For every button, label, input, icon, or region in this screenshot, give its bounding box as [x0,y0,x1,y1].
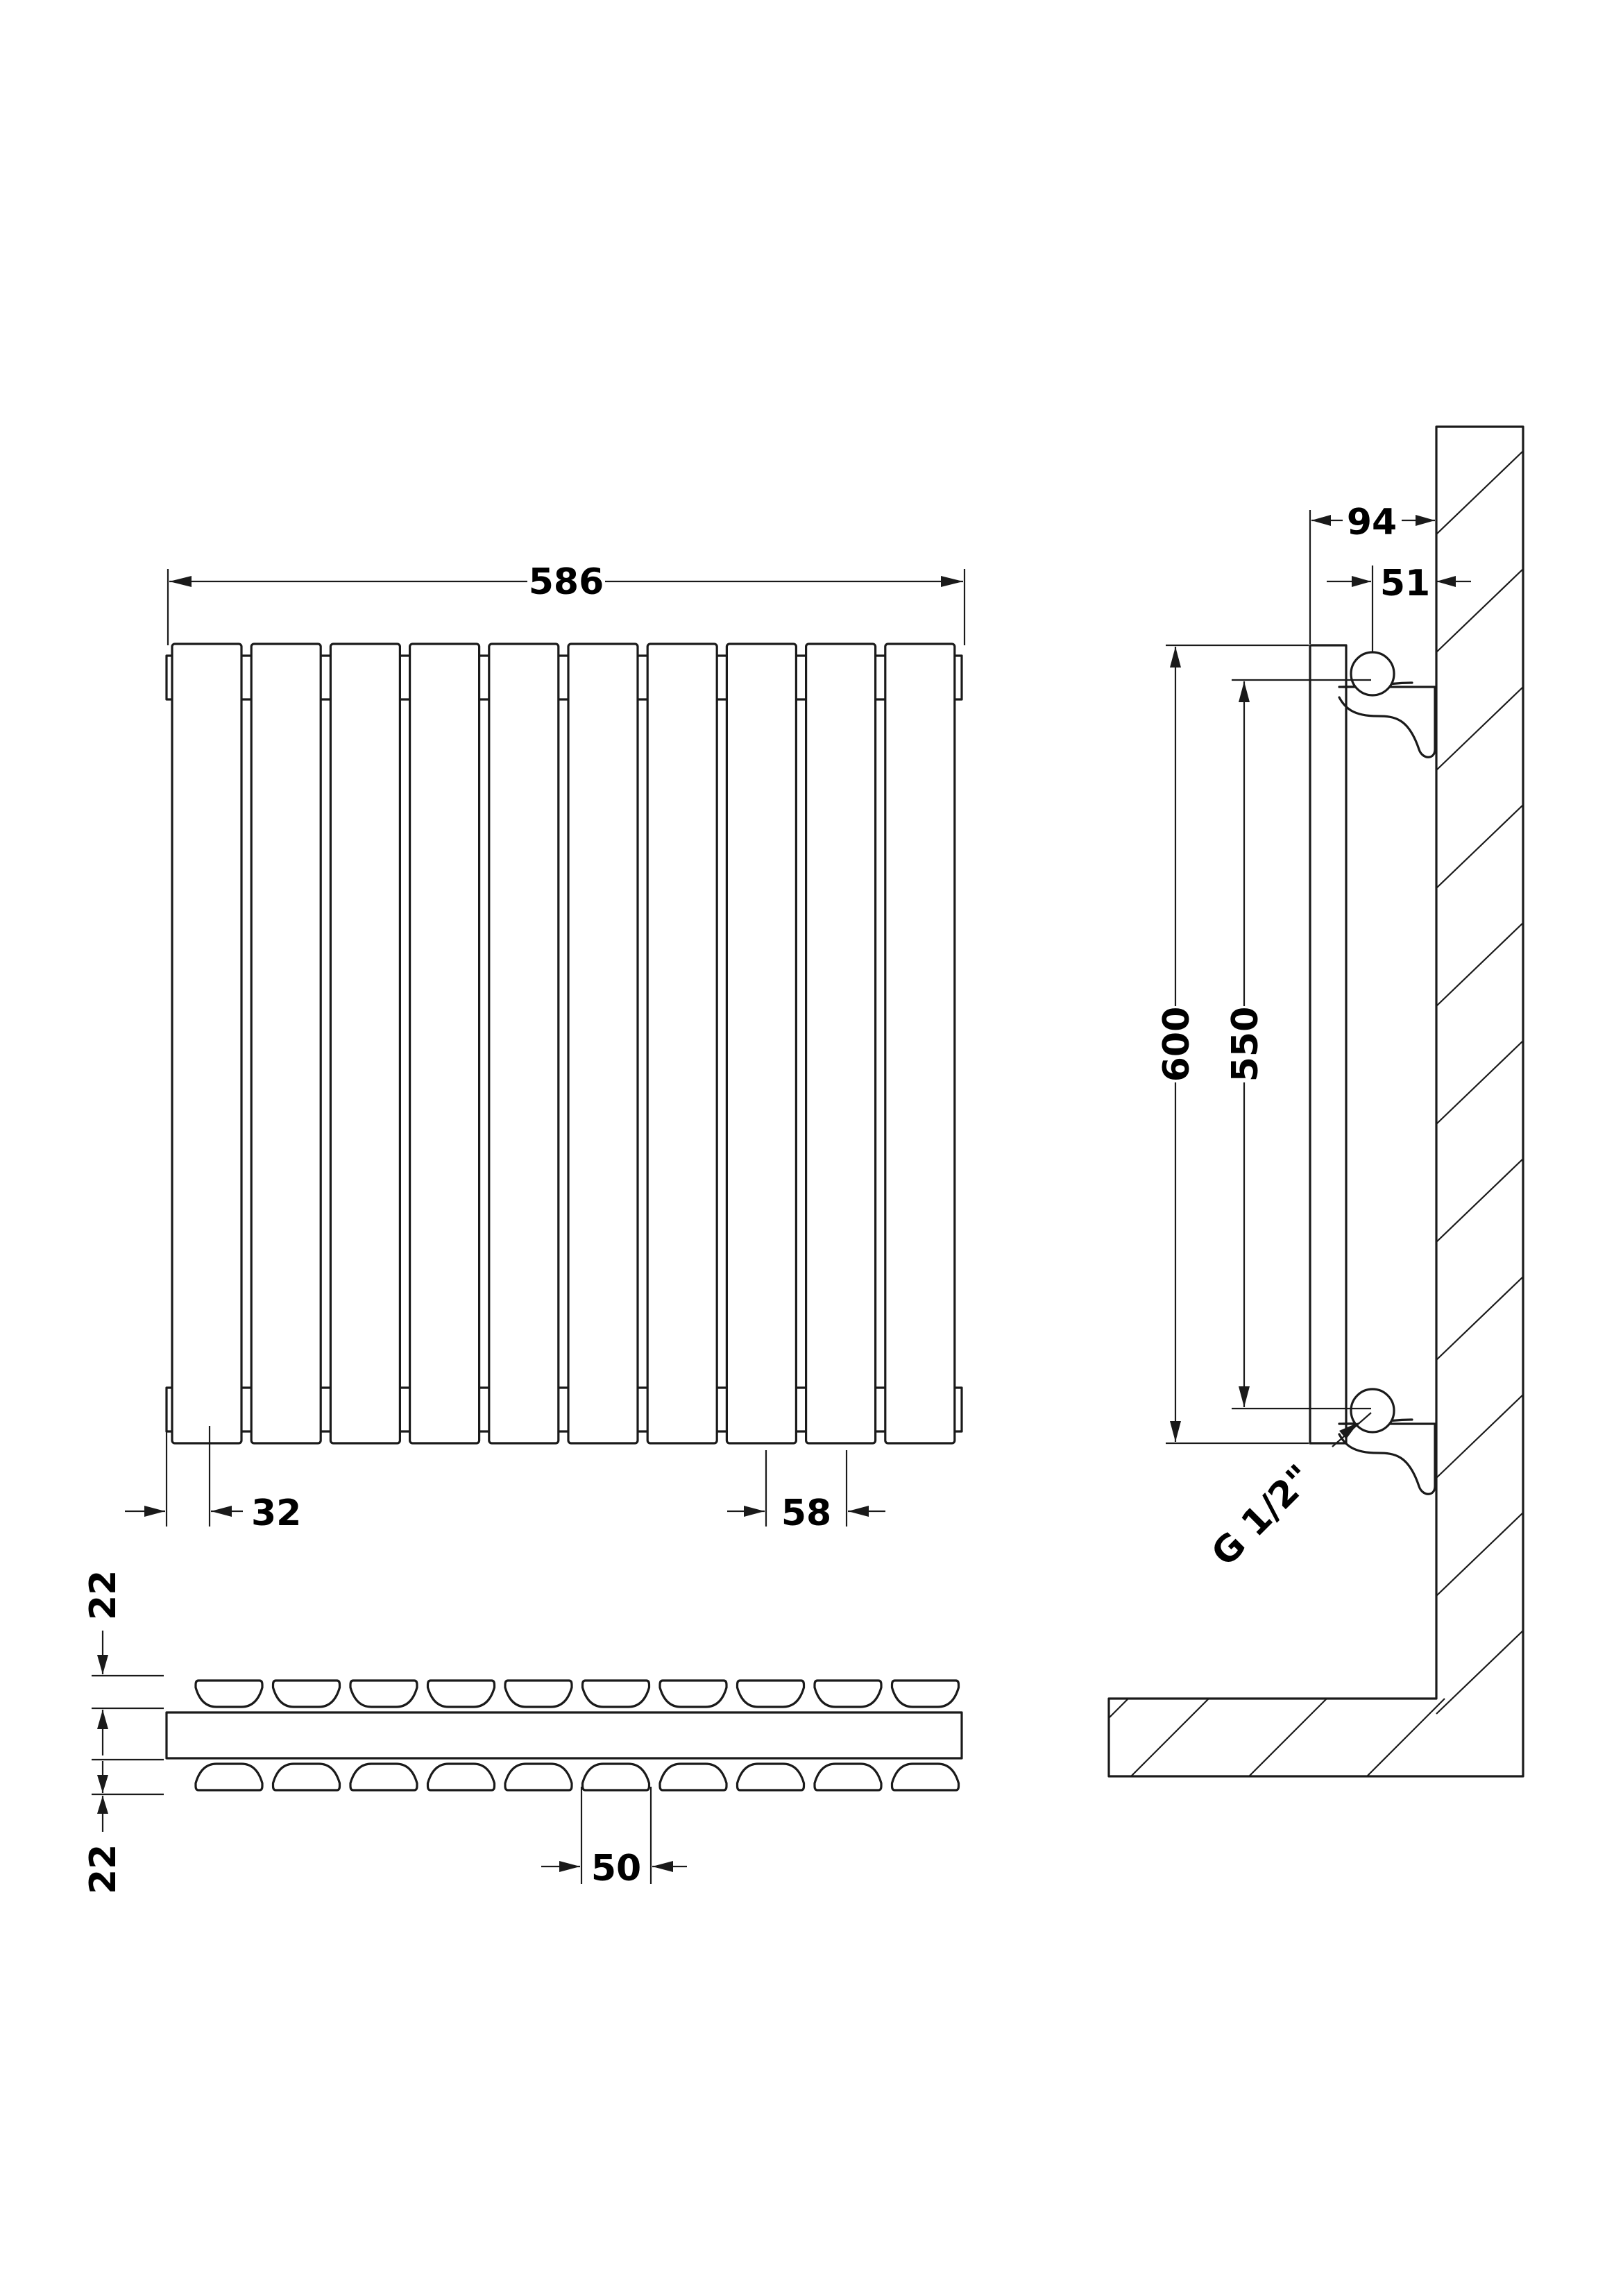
dimension-tube-width: 50 [541,1787,687,1889]
label-end-offset: 32 [251,1493,301,1534]
radiator-panel [884,643,956,1445]
plan-tube-section [504,1762,573,1792]
front-panels [171,643,956,1445]
radiator-panel [408,643,481,1445]
plan-view [165,1679,963,1792]
label-wall-to-pipe: 51 [1380,563,1430,604]
top-wall-bracket [1338,686,1436,758]
plan-tube-section [349,1762,418,1792]
wall-section [1107,425,1524,1778]
bottom-pipe-circle [1350,1388,1395,1434]
dimension-depth-bottom: 22 [83,1758,164,1894]
hatch-line [1248,1698,1327,1777]
plan-tube-section [736,1679,806,1708]
radiator-panel [250,643,322,1445]
front-view [165,643,963,1445]
plan-tube-section [581,1679,651,1708]
plan-tube-section [658,1679,728,1708]
hatch-line [1108,1698,1129,1719]
bottom-pipe-connection [1338,1388,1436,1495]
label-depth-bottom: 22 [83,1844,124,1894]
top-header-pipe [165,654,963,701]
hatch-line [1436,1158,1524,1243]
dimension-overall-width: 586 [167,561,966,645]
plan-tube-section [271,1679,341,1708]
dimension-depth-top: 22 [83,1570,164,1755]
radiator-panel [488,643,560,1445]
hatch-line [1436,804,1524,889]
bottom-wall-bracket [1338,1422,1436,1495]
bottom-header-pipe [165,1386,963,1433]
plan-header-bar [165,1711,963,1760]
radiator-panel [329,643,401,1445]
label-wall-to-front: 94 [1347,502,1397,543]
hatch-line [1436,922,1524,1007]
hatch-line [1436,1276,1524,1361]
dimension-pipe-centres: 550 [1225,679,1371,1410]
label-tube-width: 50 [591,1848,641,1889]
dimension-overall-height: 600 [1156,644,1309,1445]
hatch-line [1436,568,1524,653]
dimension-wall-to-pipe: 51 [1327,563,1471,652]
plan-tube-section [813,1762,883,1792]
plan-tubes-top-row [194,1679,960,1708]
plan-tube-section [813,1679,883,1708]
top-pipe-circle [1350,651,1395,697]
connection-thread-callout: G 1/2" [1204,1412,1372,1574]
dimension-end-offset: 32 [125,1426,301,1534]
hatch-line [1130,1698,1209,1777]
front-header-pipes [165,654,963,1433]
plan-tube-section [194,1679,264,1708]
top-pipe-connection [1338,651,1436,758]
hatch-line [1436,686,1524,771]
plan-tubes-bottom-row [194,1762,960,1792]
label-panel-pitch: 58 [781,1493,831,1534]
plan-tube-section [426,1762,496,1792]
dimension-wall-to-front: 94 [1309,502,1435,644]
hatch-line [1436,1630,1524,1715]
plan-tube-section [426,1679,496,1708]
hatch-line [1366,1698,1445,1777]
label-connection-thread: G 1/2" [1204,1457,1321,1574]
wall-hatching [1108,450,1524,1777]
radiator-panel [567,643,639,1445]
dimension-panel-pitch: 58 [727,1450,885,1534]
hatch-line [1436,1394,1524,1479]
side-view [1107,425,1524,1778]
label-overall-width: 586 [529,561,604,603]
hatch-line [1436,1040,1524,1125]
radiator-side-profile [1309,644,1348,1445]
radiator-panel [725,643,798,1445]
plan-tube-section [581,1762,651,1792]
label-pipe-centres: 550 [1225,1007,1266,1082]
plan-tube-section [736,1762,806,1792]
plan-tube-section [194,1762,264,1792]
radiator-panel [646,643,718,1445]
plan-tube-section [658,1762,728,1792]
plan-tube-section [890,1679,960,1708]
plan-tube-section [504,1679,573,1708]
label-depth-top: 22 [83,1570,124,1620]
plan-tube-section [271,1762,341,1792]
plan-tube-section [890,1762,960,1792]
radiator-panel [804,643,877,1445]
plan-tube-section [349,1679,418,1708]
label-overall-height: 600 [1156,1007,1198,1082]
hatch-line [1436,1512,1524,1597]
hatch-line [1436,450,1524,535]
radiator-panel [171,643,243,1445]
